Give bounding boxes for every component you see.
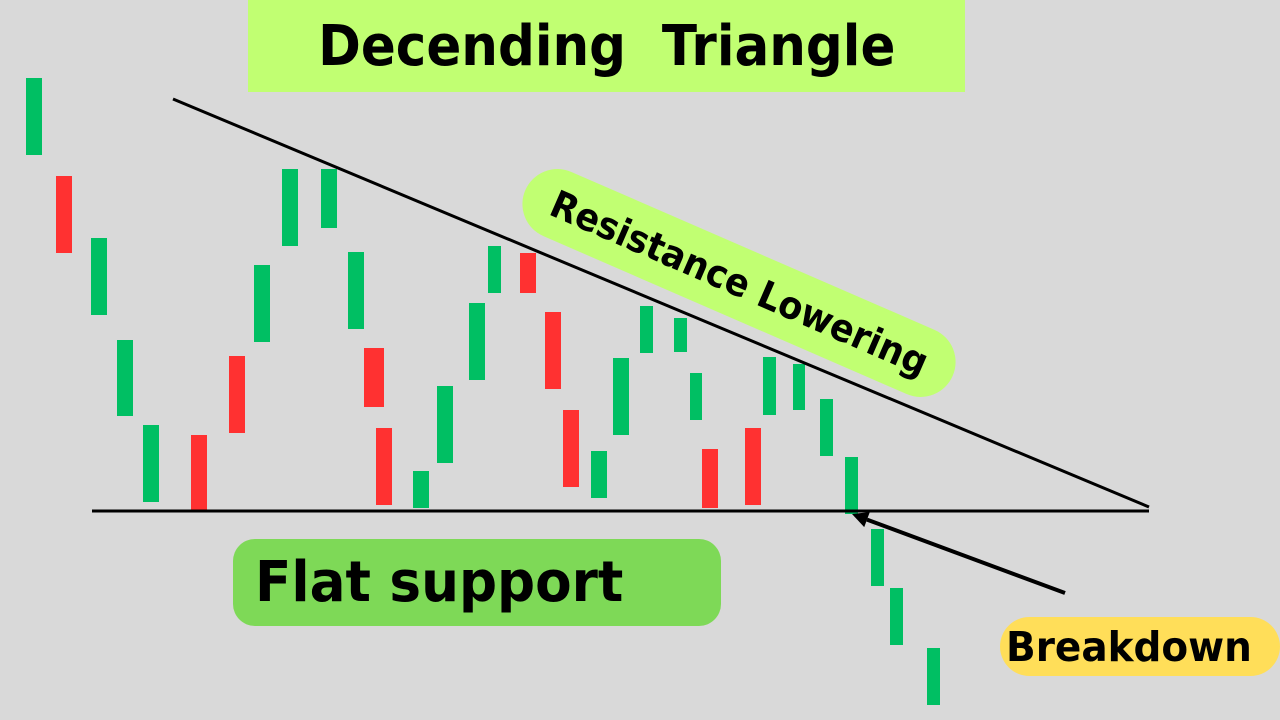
bullish-candle	[871, 529, 884, 586]
bearish-candle	[56, 176, 72, 253]
bullish-candle	[413, 471, 429, 508]
bullish-candle	[91, 238, 107, 315]
bullish-candle	[674, 318, 687, 352]
bullish-candle	[890, 588, 903, 645]
bearish-candle	[702, 449, 718, 508]
bearish-candle	[229, 356, 245, 433]
bullish-candle	[26, 78, 42, 155]
bullish-candle	[763, 357, 776, 415]
resistance-trendline	[172, 97, 1150, 509]
title-banner: Decending Triangle	[248, 0, 965, 92]
bearish-candle	[545, 312, 561, 389]
bearish-candle	[520, 253, 536, 293]
support-label: Flat support	[255, 550, 624, 615]
candlesticks	[26, 78, 940, 705]
bullish-candle	[820, 399, 833, 456]
bearish-candle	[191, 435, 207, 512]
bullish-candle	[282, 169, 298, 246]
bullish-candle	[591, 451, 607, 498]
bullish-candle	[321, 169, 337, 228]
bullish-candle	[469, 303, 485, 380]
bullish-candle	[348, 252, 364, 329]
bullish-candle	[845, 457, 858, 514]
bearish-candle	[563, 410, 579, 487]
bullish-candle	[254, 265, 270, 342]
page-title: Decending Triangle	[317, 13, 896, 79]
bearish-candle	[745, 428, 761, 505]
bullish-candle	[793, 364, 805, 410]
support-label-badge: Flat support	[233, 539, 721, 626]
bearish-candle	[376, 428, 392, 505]
bullish-candle	[927, 648, 940, 705]
bullish-candle	[488, 246, 501, 293]
bullish-candle	[143, 425, 159, 502]
breakdown-label-badge: Breakdown	[1000, 617, 1280, 676]
breakdown-arrow-icon	[852, 512, 1066, 595]
bullish-candle	[690, 373, 702, 420]
bullish-candle	[613, 358, 629, 435]
breakdown-label: Breakdown	[1006, 622, 1252, 671]
bullish-candle	[437, 386, 453, 463]
bullish-candle	[640, 306, 653, 353]
bearish-candle	[364, 348, 384, 407]
bullish-candle	[117, 340, 133, 416]
